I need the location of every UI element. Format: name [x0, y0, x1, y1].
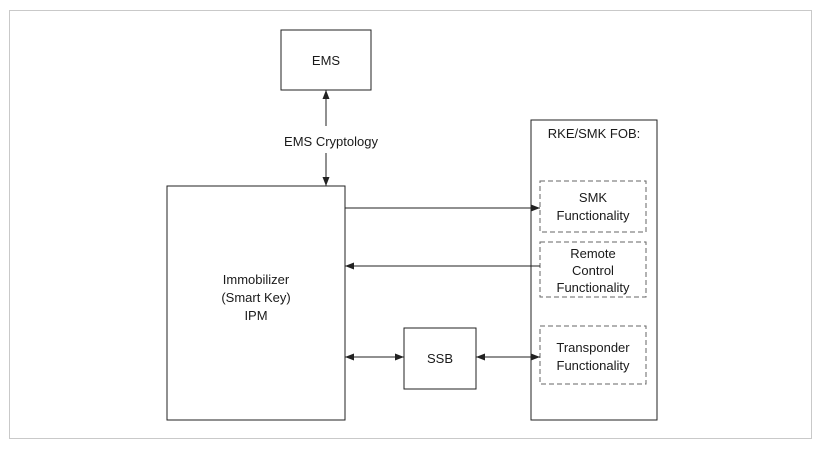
smk-functionality-box — [539, 180, 647, 233]
ems-label: EMS — [312, 53, 341, 68]
remote-control-line-1: Remote — [570, 246, 616, 261]
fob-title: RKE/SMK FOB: — [548, 126, 640, 141]
ssb-box — [403, 327, 477, 390]
fob-block: RKE/SMK FOB: SMK Functionality Remote Co… — [530, 119, 658, 421]
ems-immobilizer-link: EMS Cryptology — [284, 90, 378, 186]
smk-functionality-line-1: SMK — [579, 190, 608, 205]
remote-control-line-2: Control — [572, 263, 614, 278]
smk-functionality-line-2: Functionality — [557, 208, 630, 223]
ems-cryptology-label: EMS Cryptology — [284, 134, 378, 149]
transponder-line-1: Transponder — [556, 340, 630, 355]
ems-block: EMS — [280, 29, 372, 91]
transponder-functionality-box — [539, 325, 647, 385]
ems-box — [280, 29, 372, 91]
ssb-block: SSB — [403, 327, 477, 390]
transponder-line-2: Functionality — [557, 358, 630, 373]
remote-control-line-3: Functionality — [557, 280, 630, 295]
immobilizer-label-line-1: Immobilizer — [223, 272, 290, 287]
remote-control-functionality-box — [539, 241, 647, 298]
immobilizer-label-line-2: (Smart Key) — [221, 290, 290, 305]
immobilizer-label-line-3: IPM — [244, 308, 267, 323]
immobilizer-block: Immobilizer (Smart Key) IPM — [166, 185, 346, 421]
immobilizer-box — [166, 185, 346, 421]
ssb-label: SSB — [427, 351, 453, 366]
